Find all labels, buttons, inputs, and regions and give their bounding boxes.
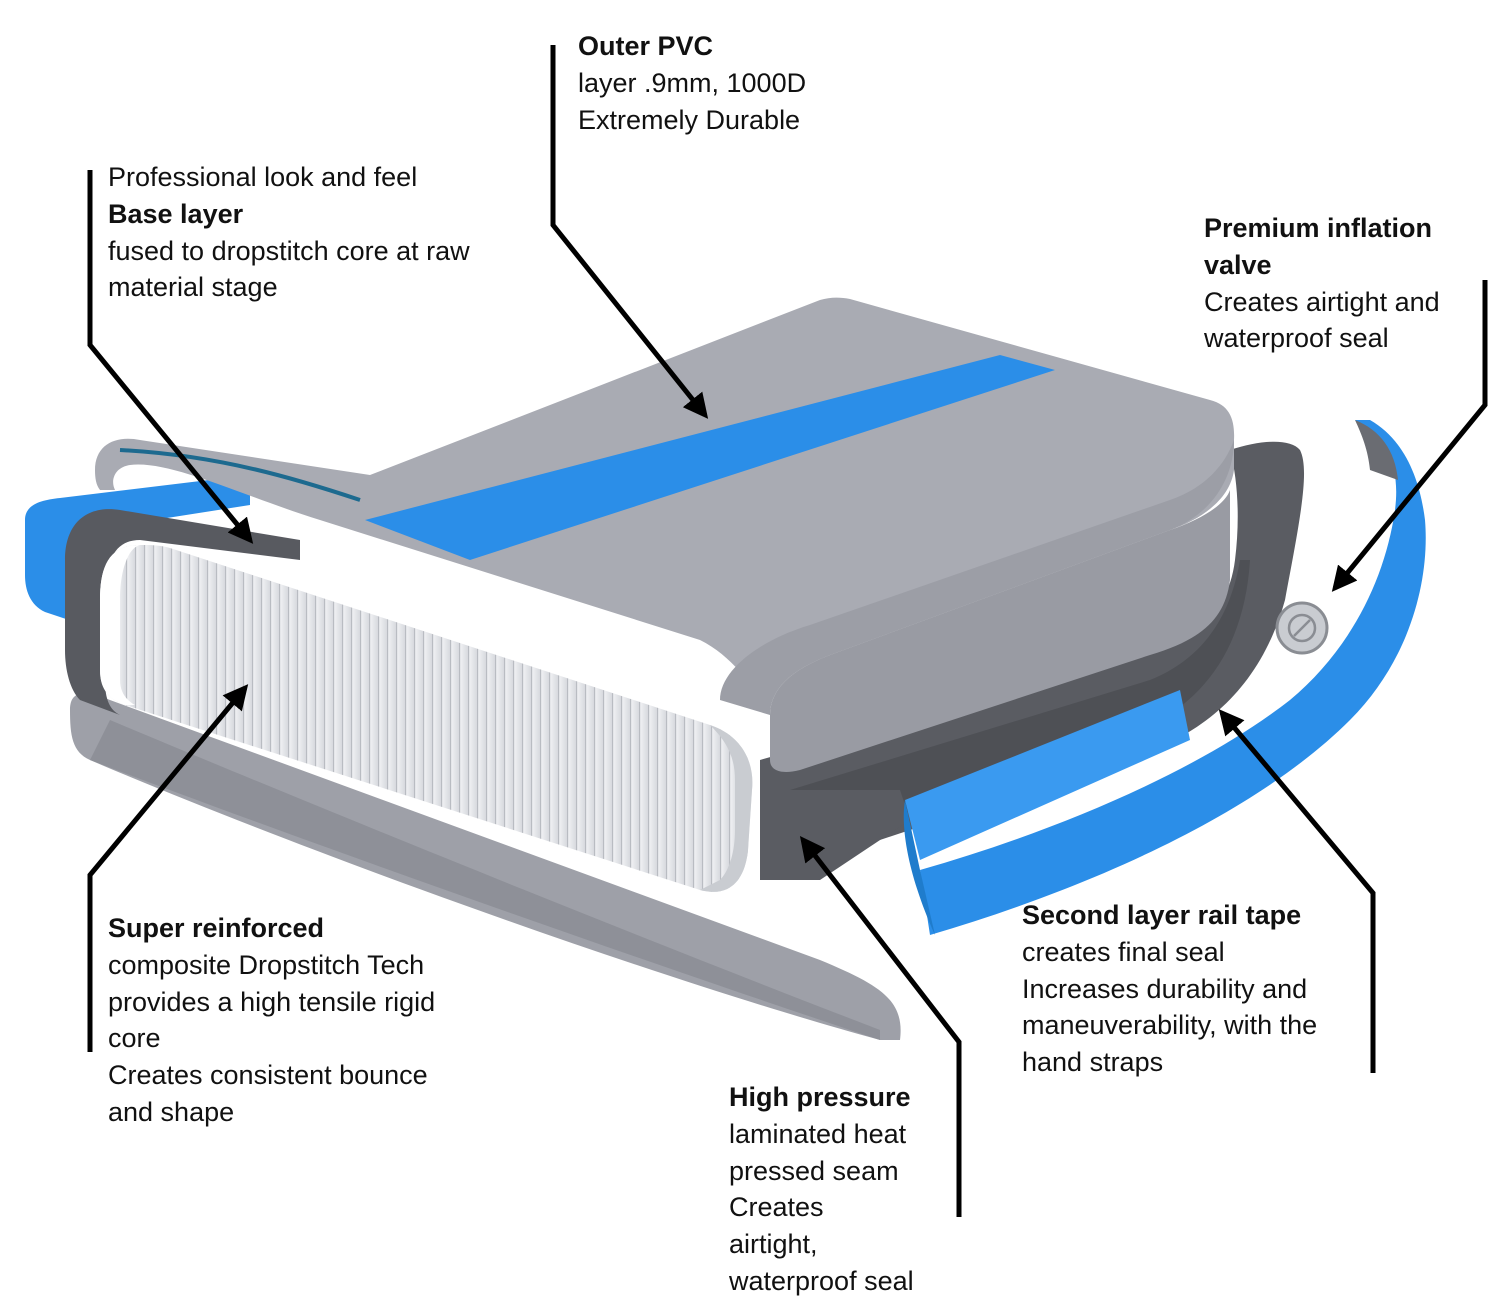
callout-seam: High pressure laminated heat pressed sea… xyxy=(729,1079,914,1300)
callout-title: High pressure xyxy=(729,1082,911,1112)
outer-pvc-leader xyxy=(550,45,709,419)
callout-line: material stage xyxy=(108,272,278,303)
base-layer-leader xyxy=(87,170,254,544)
seam-layer xyxy=(760,790,910,880)
dark-side-layer xyxy=(65,509,300,715)
dark-rail-layer xyxy=(760,441,1305,860)
callout-line: fused to dropstitch core at raw xyxy=(108,235,470,266)
callout-line: Creates airtight and xyxy=(1204,286,1440,317)
callout-line: airtight, xyxy=(729,1229,818,1260)
left-blue-strip xyxy=(25,475,250,622)
dropstitch-leader xyxy=(87,684,249,1052)
inflation-valve-leader xyxy=(1331,280,1488,592)
callout-title: Second layer rail tape xyxy=(1022,900,1302,930)
callout-line: provides a high tensile rigid xyxy=(108,986,436,1017)
callout-line: pressed seam xyxy=(729,1155,899,1186)
callout-line: Extremely Durable xyxy=(578,104,801,135)
callout-line: Creates consistent bounce xyxy=(108,1060,428,1091)
callout-line: composite Dropstitch Tech xyxy=(108,949,425,980)
inflation-valve-icon xyxy=(1275,601,1329,655)
callout-line: Professional look and feel xyxy=(108,162,418,192)
bottom-layer xyxy=(70,693,901,1040)
callout-line: waterproof seal xyxy=(729,1265,914,1296)
callout-line: Creates xyxy=(729,1192,824,1223)
callout-line: laminated heat xyxy=(729,1118,907,1149)
callout-title: Super reinforced xyxy=(108,913,325,943)
callout-line: layer .9mm, 1000D xyxy=(578,67,807,98)
callout-line: maneuverability, with the xyxy=(1022,1010,1318,1041)
callout-line: Increases durability and xyxy=(1022,973,1308,1004)
callout-line: creates final seal xyxy=(1022,936,1225,967)
callout-title-line2: valve xyxy=(1204,249,1272,280)
callout-line: and shape xyxy=(108,1096,235,1127)
callout-line: waterproof seal xyxy=(1204,323,1389,354)
rail-tape-leader xyxy=(1218,709,1376,1073)
seam-leader xyxy=(799,836,962,1217)
callout-title: Premium inflation xyxy=(1204,213,1433,243)
callout-outer-pvc: Outer PVC layer .9mm, 1000D Extremely Du… xyxy=(578,28,806,138)
callout-dropstitch-core: Super reinforced composite Dropstitch Te… xyxy=(108,910,435,1131)
dropstitch-core xyxy=(100,545,753,892)
rail-tape-layer xyxy=(920,420,1426,935)
blue-stripe xyxy=(365,355,1055,560)
callout-title: Outer PVC xyxy=(578,31,714,61)
callout-inflation-valve: Premium inflation valve Creates airtight… xyxy=(1204,210,1440,357)
callout-line: core xyxy=(108,1023,161,1054)
callout-rail-tape: Second layer rail tape creates final sea… xyxy=(1022,897,1317,1081)
base-layer xyxy=(770,490,1230,772)
callout-base-layer: Professional look and feel Base layer fu… xyxy=(108,159,470,306)
callout-line: hand straps xyxy=(1022,1047,1164,1078)
callout-title: Base layer xyxy=(108,198,244,229)
